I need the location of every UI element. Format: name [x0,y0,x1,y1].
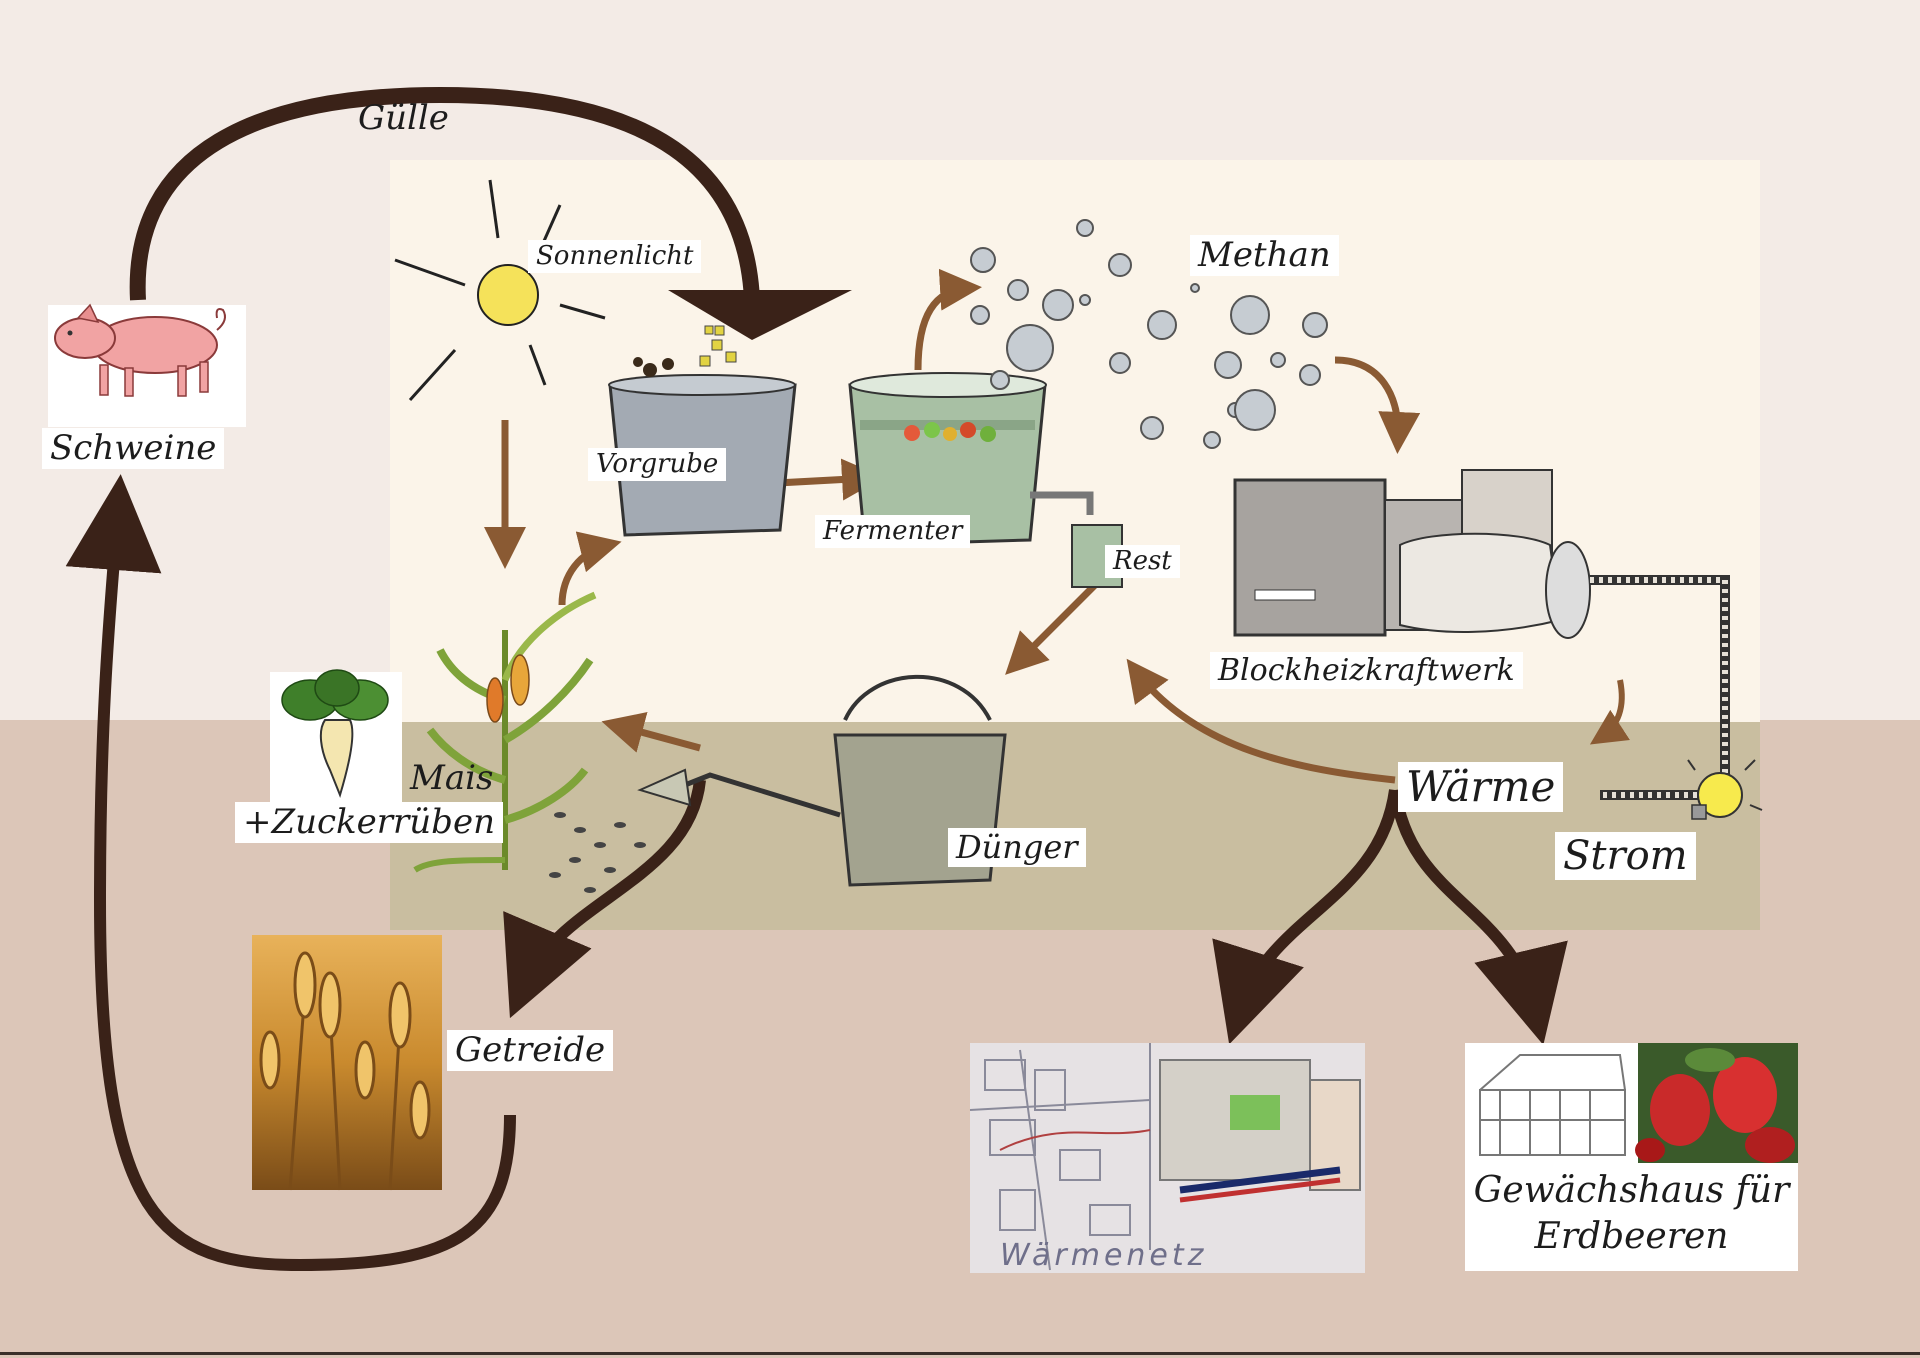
return-to-pig-arrow [65,474,516,1272]
guelle-label: Gülle [358,98,449,138]
lightbulb-icon [1687,759,1763,820]
vorgrube-label: Vorgrube [588,448,727,481]
schweine-label: Schweine [42,428,225,470]
fermenter-to-gas-arrow [914,268,982,371]
greenhouse-icon [1465,1043,1638,1163]
methan-label: Methan [1190,235,1339,277]
sugar-beet-icon [270,669,402,812]
bottom-border [0,1352,1920,1355]
fermenter-label: Fermenter [815,515,971,548]
getreide-label: Getreide [447,1030,614,1072]
pit-icon [608,325,797,537]
waerme-to-network-arrow [1212,789,1401,1045]
plant-to-pit-arrow [558,531,622,606]
gewaechshaus-line-2: Erdbeeren [1534,1215,1729,1257]
guelle-arrow [129,86,852,340]
gewaechshaus-line-1: Gewächshaus für [1473,1170,1790,1211]
strawberry-icon [1635,1043,1798,1163]
waermenetz-label: Wärmenetz [1000,1238,1208,1273]
corn-plant-icon [413,591,597,873]
heat-network-map-icon [969,1043,1365,1273]
sun-icon [394,179,606,402]
waerme-to-greenhouse-arrow [1389,789,1568,1046]
rest-label: Rest [1105,545,1180,578]
gas-bubbles-icon [970,219,1328,449]
zuckerrueben-label: +Zuckerrüben [235,802,503,844]
mais-label: Mais [410,758,494,798]
waerme-label: Wärme [1398,762,1564,813]
seeds-icon [549,812,646,893]
power-cable-icon [1590,575,1730,800]
chp-to-strom-arrow [1589,679,1630,745]
rest-to-duenger-arrow [1005,582,1098,675]
duenger-label: Dünger [948,828,1086,868]
waerme-loop-arrow [1126,658,1396,784]
gas-to-chp-arrow [1334,356,1421,454]
strom-label: Strom [1555,832,1696,880]
gewaechshaus-label: Gewächshaus für Erdbeeren [1465,1163,1798,1271]
wheat-icon [252,935,442,1191]
sonnenlicht-label: Sonnenlicht [528,240,702,273]
chp-engine-icon [1233,469,1591,639]
fermenter-icon [848,372,1094,547]
to-getreide-arrow [503,779,706,1019]
bhkw-label: Blockheizkraftwerk [1210,652,1523,689]
pig-icon [48,303,246,427]
duenger-to-plant-arrow [601,712,701,753]
